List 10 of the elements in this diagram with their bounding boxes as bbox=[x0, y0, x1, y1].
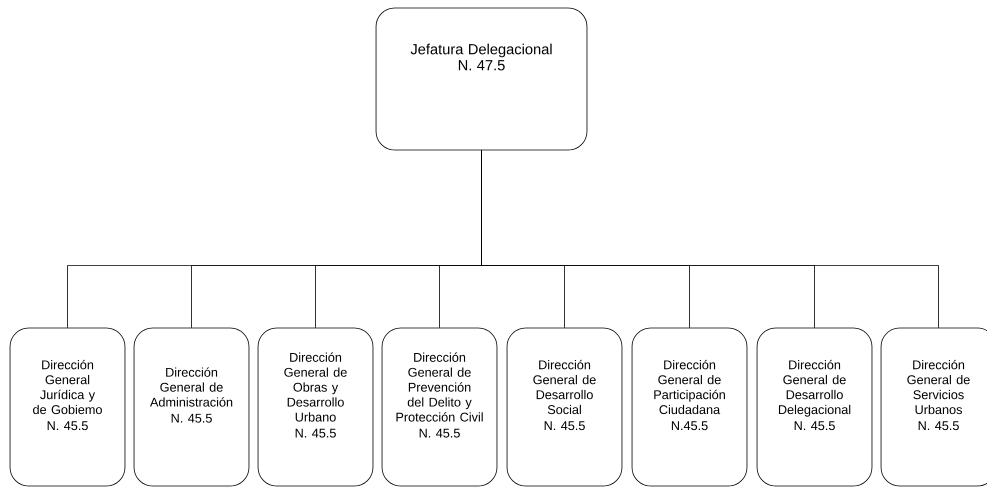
org-box: Dirección General de Obras y Desarrollo Urbano N. 45.5 bbox=[258, 328, 374, 486]
connector-line bbox=[481, 150, 939, 328]
org-box: Dirección General de Participación Ciudadana N.45.5 bbox=[632, 328, 748, 486]
org-box: Dirección General de Prevención del Delito y Protección Civil N. 45.5 bbox=[382, 328, 498, 486]
org-box: Dirección General de Desarrollo Social N. 45.5 bbox=[506, 328, 622, 486]
org-box: Jefatura Delegacional N. 47.5 bbox=[376, 8, 588, 150]
org-box: Dirección General de Administración N. 45.5 bbox=[134, 328, 250, 486]
org-box: Dirección General de Servicios Urbanos N. 45.5 bbox=[880, 328, 987, 486]
org-box: Dirección General Jurídica y de Gobiemo N. 45.5 bbox=[10, 328, 126, 486]
org-box: Dirección General de Desarrollo Delegacional N. 45.5 bbox=[756, 328, 872, 486]
